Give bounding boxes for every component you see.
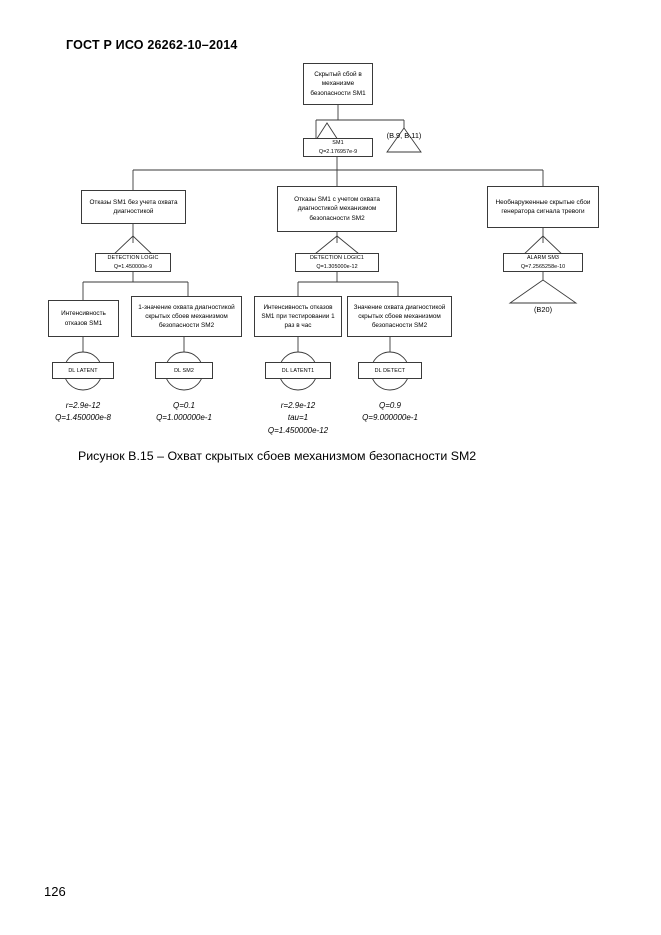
transfer-label-b20: (B20) <box>513 305 573 314</box>
transfer-label-b9-b11: (B.9, B.11) <box>371 131 437 140</box>
basic-event-dl-latent1-name: DL LATENT1 <box>281 367 315 374</box>
intermediate-event-left: Отказы SM1 без учета охвата диагностикой <box>81 190 186 224</box>
gate-alarm-sm3-q: Q=7.2565258e-10 <box>520 263 566 270</box>
intermediate-event-middle: Отказы SM1 с учетом охвата диагностикой … <box>277 186 397 232</box>
gate-sm1: SM1 Q=2.176957e-9 <box>303 138 373 157</box>
leaf-description-3-label: Интенсивность отказов SM1 при тестирован… <box>261 303 335 330</box>
gate-detection-logic1: DETECTION LOGIC1 Q=1.305000e-12 <box>295 253 379 272</box>
standard-header: ГОСТ Р ИСО 26262-10–2014 <box>66 38 238 52</box>
basic-event-dl-latent1: DL LATENT1 <box>265 362 331 379</box>
param-line: Q=0.9 <box>378 401 401 410</box>
leaf-description-4-label: Значение охвата диагностикой скрытых сбо… <box>353 303 446 330</box>
leaf-description-2: 1-значение охвата диагностикой скрытых с… <box>131 296 242 337</box>
gate-detection-logic-q: Q=1.450000e-9 <box>113 263 153 270</box>
top-event-node: Скрытый сбой в механизме безопасности SM… <box>303 63 373 105</box>
intermediate-event-left-label: Отказы SM1 без учета охвата диагностикой <box>89 198 178 215</box>
basic-event-params-dl-sm2: Q=0.1 Q=1.000000e-1 <box>124 400 244 425</box>
basic-event-dl-sm2-name: DL SM2 <box>174 367 194 374</box>
page-number: 126 <box>44 884 66 899</box>
param-line: Q=9.000000e-1 <box>362 413 418 423</box>
transfer-ref-text: (B.9, B.11) <box>386 131 422 140</box>
leaf-description-2-label: 1-значение охвата диагностикой скрытых с… <box>138 303 235 330</box>
gate-alarm-sm3: ALARM SM3 Q=7.2565258e-10 <box>503 253 583 272</box>
figure-caption: Рисунок В.15 – Охват скрытых сбоев механ… <box>78 449 477 463</box>
basic-event-params-dl-detect: Q=0.9 Q=9.000000e-1 <box>330 400 450 425</box>
leaf-description-1: Интенсивность отказов SM1 <box>48 300 119 337</box>
intermediate-event-right-label: Необнаруженные скрытые сбои генератора с… <box>495 198 591 215</box>
leaf-description-1-label: Интенсивность отказов SM1 <box>61 310 106 327</box>
gate-sm1-q: Q=2.176957e-9 <box>318 148 358 155</box>
transfer-ref-text-b20: (B20) <box>533 305 553 314</box>
leaf-description-3: Интенсивность отказов SM1 при тестирован… <box>254 296 342 337</box>
top-event-label: Скрытый сбой в механизме безопасности SM… <box>310 71 366 97</box>
basic-event-params-dl-latent: r=2.9e-12 Q=1.450000e-8 <box>23 400 143 425</box>
param-line: tau=1 <box>287 413 309 423</box>
gate-detection-logic-name: DETECTION LOGIC <box>107 255 159 262</box>
basic-event-dl-sm2: DL SM2 <box>155 362 213 379</box>
param-line: Q=1.450000e-8 <box>55 413 111 423</box>
param-line: r=2.9e-12 <box>65 401 101 410</box>
intermediate-event-middle-label: Отказы SM1 с учетом охвата диагностикой … <box>294 196 380 222</box>
leaf-description-4: Значение охвата диагностикой скрытых сбо… <box>347 296 452 337</box>
gate-detection-logic: DETECTION LOGIC Q=1.450000e-9 <box>95 253 171 272</box>
param-line: r=2.9e-12 <box>280 401 316 410</box>
gate-sm1-name: SM1 <box>332 140 344 147</box>
param-line: Q=1.000000e-1 <box>156 413 212 423</box>
param-line: Q=0.1 <box>172 401 195 410</box>
basic-event-dl-detect-name: DL DETECT <box>374 367 406 374</box>
gate-detection-logic1-q: Q=1.305000e-12 <box>316 263 358 270</box>
basic-event-dl-detect: DL DETECT <box>358 362 422 379</box>
gate-detection-logic1-name: DETECTION LOGIC1 <box>309 255 365 262</box>
basic-event-dl-latent-name: DL LATENT <box>68 367 98 374</box>
basic-event-dl-latent: DL LATENT <box>52 362 114 379</box>
gate-alarm-sm3-name: ALARM SM3 <box>526 255 560 262</box>
basic-event-params-dl-latent1: r=2.9e-12 tau=1 Q=1.450000e-12 <box>238 400 358 437</box>
intermediate-event-right: Необнаруженные скрытые сбои генератора с… <box>487 186 599 228</box>
param-line: Q=1.450000e-12 <box>267 425 329 435</box>
